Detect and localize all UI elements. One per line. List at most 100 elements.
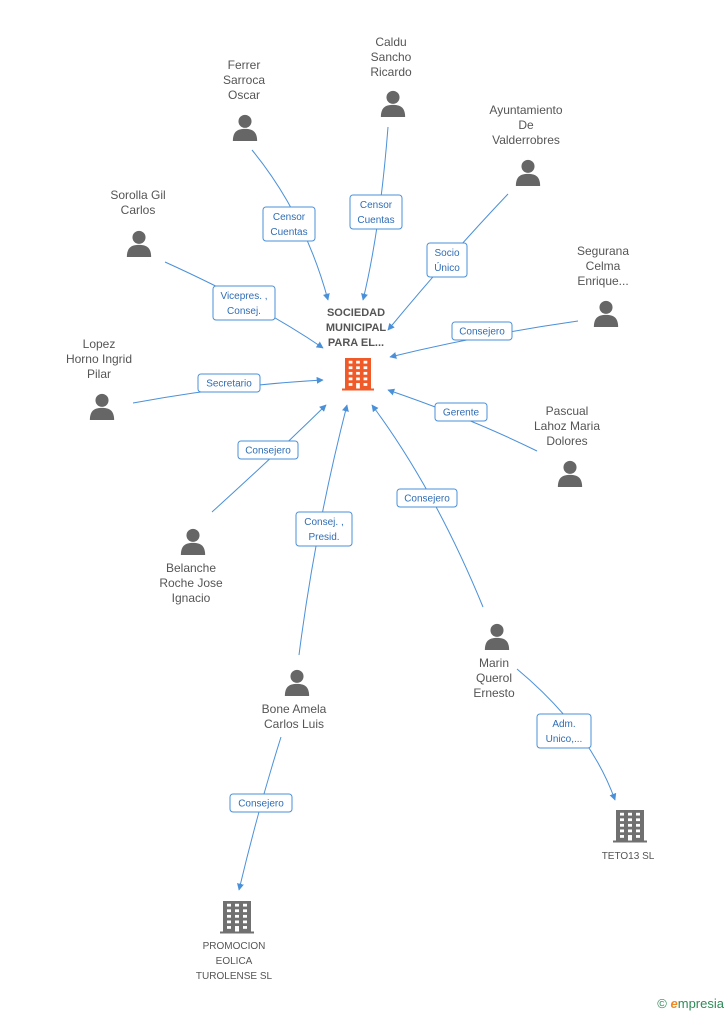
- person-name-caldu-line: Caldu: [375, 35, 406, 49]
- relation-label-pascual[interactable]: Gerente: [434, 402, 488, 422]
- building-icon-window: [243, 920, 247, 924]
- building-icon-window: [348, 366, 353, 370]
- building-icon-window: [348, 371, 353, 375]
- building-icon-window: [363, 366, 368, 370]
- person-name-belanche-line: Belanche: [166, 561, 216, 575]
- building-icon-door: [356, 385, 360, 390]
- company-name-promocion-line: PROMOCION: [203, 941, 266, 952]
- relation-label-caldu-text-line: Cuentas: [357, 215, 394, 226]
- building-icon-window: [235, 909, 239, 913]
- person-icon[interactable]: [593, 300, 619, 327]
- building-icon-window: [356, 366, 360, 370]
- relation-label-sorolla-text-line: Vicepres. ,: [220, 291, 267, 302]
- building-icon-window: [235, 926, 239, 929]
- building-icon-window: [620, 812, 624, 816]
- company-name-promocion-line: TUROLENSE SL: [196, 971, 273, 982]
- building-icon-window: [348, 377, 353, 381]
- building-icon-window: [227, 914, 231, 918]
- building-icon-base: [613, 840, 647, 843]
- relation-label-teto13-text-line: Unico,...: [546, 734, 583, 745]
- copyright-symbol: ©: [657, 996, 667, 1011]
- relation-label-segurana[interactable]: Consejero: [451, 321, 513, 341]
- person-icon[interactable]: [180, 528, 206, 555]
- relation-label-belanche[interactable]: Consejero: [237, 440, 299, 460]
- relation-label-belanche-text-line: Consejero: [245, 446, 291, 457]
- building-icon-window: [243, 926, 247, 929]
- person-name-sorolla-line: Carlos: [121, 203, 156, 217]
- building-icon-base: [342, 388, 374, 391]
- person-icon[interactable]: [126, 230, 152, 257]
- relation-label-ferrer-text-line: Censor: [273, 212, 306, 223]
- company-name-teto13-line: TETO13 SL: [602, 851, 655, 862]
- person-icon[interactable]: [284, 669, 310, 696]
- building-icon-window: [243, 909, 247, 913]
- relation-label-pascual-text: Gerente: [443, 408, 480, 419]
- building-icon-window: [235, 914, 239, 918]
- building-icon-window: [620, 823, 624, 827]
- relation-label-caldu-box: [349, 194, 403, 230]
- relation-label-marin-text-line: Consejero: [404, 494, 450, 505]
- building-icon-window: [243, 903, 247, 907]
- building-icon-door: [628, 837, 632, 842]
- building-icon-window: [620, 829, 624, 833]
- building-icon-window: [227, 909, 231, 913]
- building-icon-window: [628, 829, 632, 833]
- building-icon-window: [348, 360, 353, 364]
- relation-label-segurana-text: Consejero: [459, 327, 505, 338]
- building-icon[interactable]: [342, 358, 374, 391]
- person-icon[interactable]: [515, 159, 541, 186]
- relation-label-caldu-text-line: Censor: [360, 200, 393, 211]
- building-icon-window: [356, 360, 360, 364]
- relation-label-promocion[interactable]: Consejero: [229, 793, 293, 813]
- relation-label-marin-text: Consejero: [404, 494, 450, 505]
- empresia-brand[interactable]: © empresia: [657, 996, 724, 1011]
- person-icon[interactable]: [484, 623, 510, 650]
- person-icon[interactable]: [89, 393, 115, 420]
- relation-label-marin[interactable]: Consejero: [396, 488, 458, 508]
- relation-label-bone-text-line: Consej. ,: [304, 517, 343, 528]
- building-icon[interactable]: [220, 901, 254, 934]
- person-name-ferrer-line: Oscar: [228, 88, 260, 102]
- relation-label-lopez-text: Secretario: [206, 379, 252, 390]
- relation-label-teto13[interactable]: Adm.Unico,...: [536, 713, 592, 749]
- center-company-name-line: MUNICIPAL: [326, 322, 387, 334]
- relation-label-bone[interactable]: Consej. ,Presid.: [295, 511, 353, 547]
- person-name-sorolla-line: Sorolla Gil: [110, 188, 165, 202]
- relation-label-lopez[interactable]: Secretario: [197, 373, 261, 393]
- relation-label-sorolla-box: [212, 285, 276, 321]
- person-name-lopez-line: Horno Ingrid: [66, 352, 132, 366]
- company-name-promocion-line: EOLICA: [216, 956, 253, 967]
- person-name-caldu-line: Sancho: [371, 50, 412, 64]
- person-icon[interactable]: [232, 114, 258, 141]
- building-icon-window: [227, 903, 231, 907]
- person-icon[interactable]: [557, 460, 583, 487]
- building-icon-window: [243, 914, 247, 918]
- company-name-promocion[interactable]: PROMOCION EOLICA TUROLENSE SL: [196, 941, 273, 982]
- person-icon[interactable]: [380, 90, 406, 117]
- relation-label-sorolla[interactable]: Vicepres. , Consej.: [212, 285, 276, 321]
- person-name-segurana-line: Enrique...: [577, 274, 628, 288]
- building-icon-window: [235, 920, 239, 924]
- relation-label-teto13-text: Adm.Unico,...: [546, 719, 583, 745]
- building-icon-window: [628, 818, 632, 822]
- company-name-teto13[interactable]: TETO13 SL: [602, 851, 655, 862]
- building-icon[interactable]: [613, 810, 647, 843]
- relation-label-promocion-text-line: Consejero: [238, 799, 284, 810]
- relation-label-sorolla-text-line: Consej.: [227, 306, 261, 317]
